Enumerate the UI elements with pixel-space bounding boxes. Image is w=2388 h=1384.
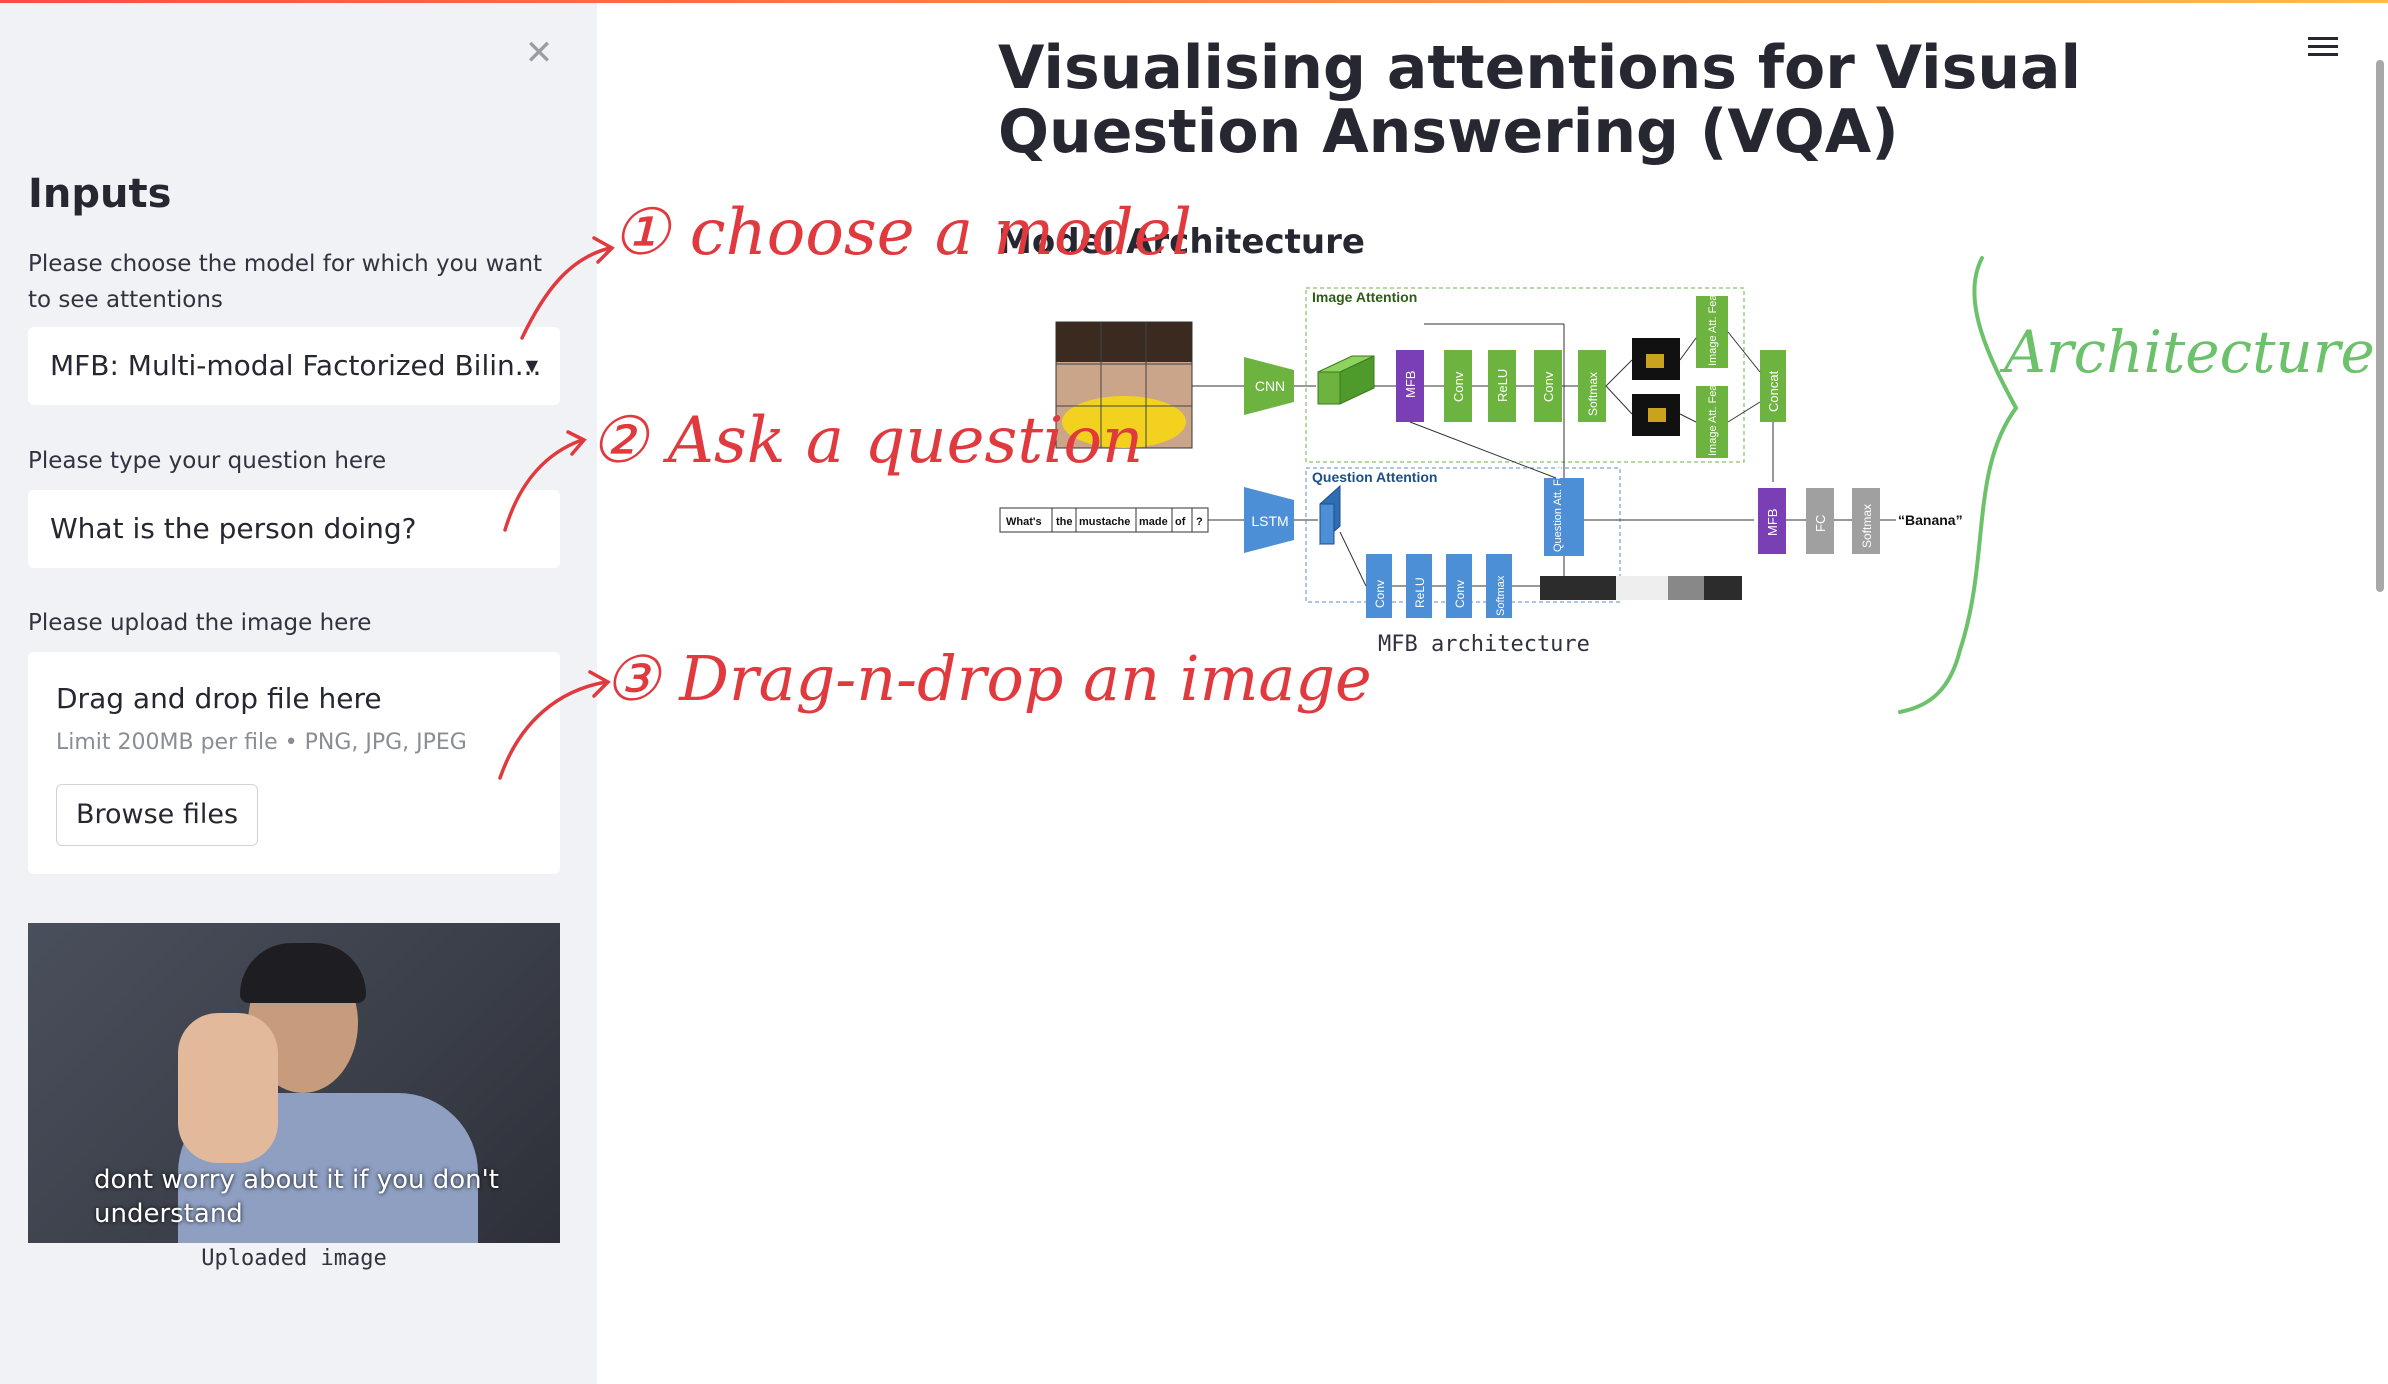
sidebar-title: Inputs (28, 171, 172, 217)
annotation-step2: ② Ask a question (590, 404, 1143, 478)
token-4: made (1139, 516, 1168, 528)
concat-block (1760, 350, 1786, 422)
fc-label: FC (1813, 515, 1828, 532)
answer-label: “Banana” (1898, 512, 1963, 528)
dropzone-limit: Limit 200MB per file • PNG, JPG, JPEG (56, 730, 467, 755)
mfb-block-final (1758, 488, 1786, 554)
token-6: ? (1196, 516, 1203, 528)
arrow-1 (520, 246, 612, 340)
close-icon[interactable]: ✕ (524, 33, 554, 73)
relu-label-q: ReLU (1413, 577, 1427, 608)
lstm-label: LSTM (1251, 513, 1288, 529)
arrow-3 (498, 680, 608, 780)
model-select-value: MFB: Multi-modal Factorized Bilin... (50, 349, 542, 382)
concat-label: Concat (1766, 370, 1781, 412)
image-attention-label: Image Attention (1312, 289, 1417, 305)
mfb-label-1: MFB (1403, 371, 1418, 398)
dropzone-title: Drag and drop file here (56, 682, 382, 715)
softmax-label-final: Softmax (1860, 504, 1874, 548)
question-feature-cube (1319, 484, 1341, 546)
relu-block-q (1406, 554, 1432, 618)
conv-block-2 (1534, 350, 1562, 422)
section-title: Model Architecture (998, 222, 1365, 262)
overview-brace (1898, 256, 2019, 714)
video-subtitle: dont worry about it if you don't underst… (94, 1163, 499, 1231)
question-attention-label: Question Attention (1312, 469, 1437, 485)
uploaded-image: dont worry about it if you don't underst… (28, 923, 560, 1243)
page-title: Visualising attentions for Visual Questi… (998, 33, 2082, 167)
question-input-value: What is the person doing? (50, 512, 417, 545)
token-2: the (1056, 516, 1073, 528)
question-tokens: What's the mustache made of ? (999, 507, 1209, 533)
annotation-overview: Architecture overview (1999, 318, 2388, 386)
mfb-block-image (1396, 350, 1424, 422)
hamburger-menu-icon[interactable] (2306, 32, 2340, 66)
conv-label-q2: Conv (1453, 580, 1467, 608)
person-hair (240, 943, 366, 1003)
image-att-feat-1 (1696, 296, 1728, 368)
browse-files-button[interactable]: Browse files (56, 784, 258, 846)
figure-caption: MFB architecture (1378, 632, 1590, 657)
softmax-label-q: Softmax (1495, 575, 1507, 616)
annotation-step3: ③ Drag-n-drop an image (604, 642, 1372, 715)
upload-label: Please upload the image here (28, 610, 372, 636)
image-attention-box (1305, 287, 1745, 463)
conv-label-q1: Conv (1373, 580, 1387, 608)
cnn-label: CNN (1255, 378, 1285, 394)
relu-label-1: ReLU (1495, 369, 1510, 402)
mfb-label-final: MFB (1765, 509, 1780, 536)
uploaded-image-caption: Uploaded image (201, 1246, 387, 1271)
token-5: of (1175, 516, 1186, 528)
question-att-feat (1544, 478, 1584, 556)
question-input[interactable]: What is the person doing? (28, 490, 560, 568)
conv-block-q2 (1446, 554, 1472, 618)
file-dropzone[interactable]: Drag and drop file here Limit 200MB per … (28, 652, 560, 874)
arrow-2 (503, 438, 584, 532)
subtitle-line-2: understand (94, 1199, 243, 1229)
scrollbar[interactable] (2376, 60, 2384, 592)
subtitle-line-1: dont worry about it if you don't (94, 1165, 499, 1195)
input-image (1055, 321, 1193, 449)
chevron-down-icon: ▼ (525, 356, 538, 375)
image-feature-cube (1317, 355, 1375, 405)
softmax-block-1 (1578, 350, 1606, 422)
cnn-block (1244, 357, 1294, 415)
conv-block-q1 (1366, 554, 1392, 618)
softmax-block-q (1486, 554, 1512, 618)
model-select[interactable]: MFB: Multi-modal Factorized Bilin... ▼ (28, 327, 560, 405)
top-decoration-bar (0, 0, 2388, 3)
model-select-label: Please choose the model for which you wa… (28, 251, 543, 313)
conv-block-1 (1444, 350, 1472, 422)
person-hand (178, 1013, 278, 1163)
annotation-step1: ① choose a model (612, 196, 1192, 270)
token-1: What's (1006, 516, 1042, 528)
question-att-feat-label: Question Att. Feat. (1552, 461, 1564, 552)
softmax-block-final (1852, 488, 1880, 554)
softmax-label-1: Softmax (1586, 372, 1600, 416)
fc-block (1806, 488, 1834, 554)
image-att-feat-2 (1696, 386, 1728, 458)
image-att-feat-label-1: Image Att. Feat. (1707, 288, 1719, 366)
question-input-label: Please type your question here (28, 448, 387, 474)
lstm-block (1244, 487, 1294, 553)
token-3: mustache (1079, 516, 1130, 528)
mfb-architecture-diagram: CNN Image Attention MFB Conv ReLU Conv S… (999, 287, 1963, 618)
conv-label-2: Conv (1541, 371, 1556, 402)
relu-block-1 (1488, 350, 1516, 422)
image-att-feat-label-2: Image Att. Feat. (1707, 378, 1719, 456)
conv-label-1: Conv (1451, 371, 1466, 402)
